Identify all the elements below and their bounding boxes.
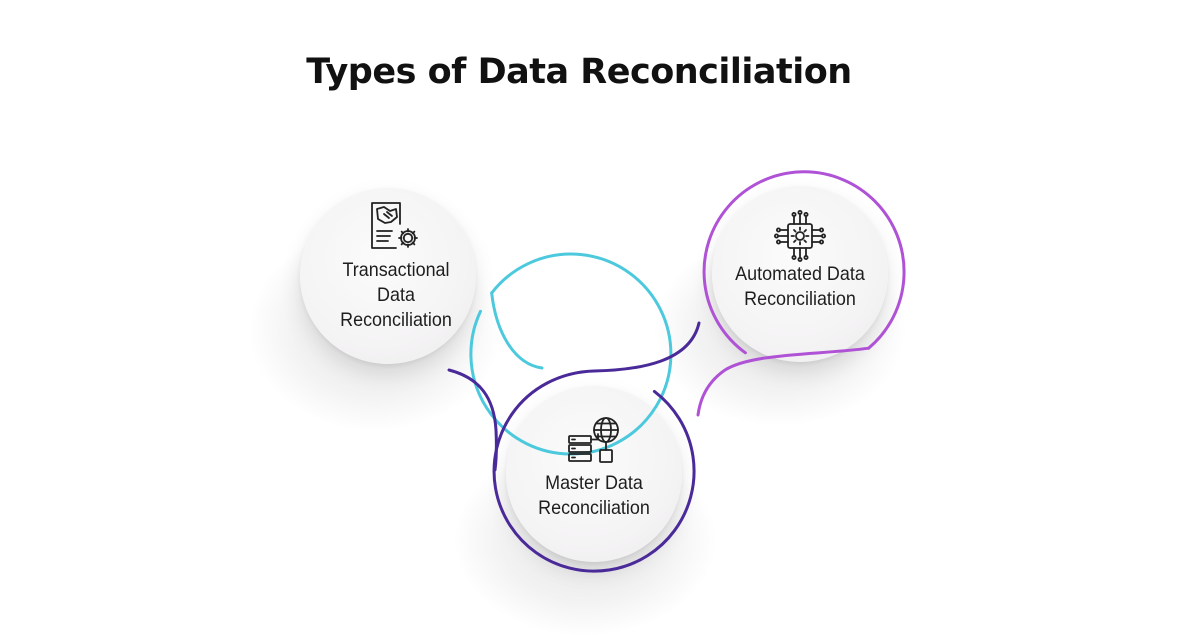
handshake-document-gear-icon	[371, 202, 418, 249]
master-to-automated-connector	[510, 321, 701, 416]
automated-label-line-1: Automated Data	[735, 263, 865, 285]
automated-label: Automated Data Reconciliation	[713, 262, 888, 312]
automated-label-line-2: Reconciliation	[744, 288, 856, 310]
master-disc	[506, 386, 682, 562]
master-label-line-1: Master Data	[545, 472, 643, 494]
master-label: Master Data Reconciliation	[507, 471, 682, 521]
transactional-label-line-3: Reconciliation	[340, 309, 452, 331]
automated-connector	[696, 346, 871, 417]
transactional-ring	[469, 252, 673, 456]
transactional-label-line-1: Transactional	[342, 259, 450, 281]
transactional-to-master-connector	[447, 368, 498, 472]
automated-ring	[702, 170, 906, 355]
page-title: Types of Data Reconciliation	[306, 52, 852, 92]
transactional-connector	[490, 291, 544, 370]
master-label-line-2: Reconciliation	[538, 497, 650, 519]
master-ring	[492, 389, 696, 573]
transactional-label: Transactional Data Reconciliation	[318, 258, 474, 333]
server-globe-icon	[568, 417, 619, 463]
transactional-label-line-2: Data	[377, 284, 415, 306]
circuit-chip-gear-icon	[774, 210, 826, 262]
